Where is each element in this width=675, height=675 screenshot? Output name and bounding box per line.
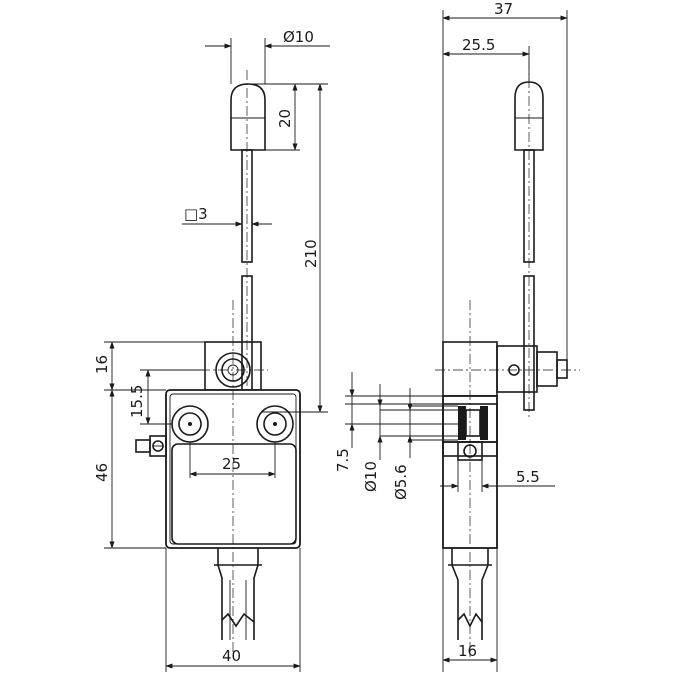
dim-knob-diameter: Ø10 — [283, 28, 314, 46]
side-hub-nut — [536, 351, 558, 387]
side-hub-tip — [556, 359, 568, 379]
dim-body-width: 40 — [222, 647, 241, 665]
dim-overall-depth: 37 — [494, 0, 513, 18]
side-dimensions: 37 25.5 7.5 Ø10 Ø5.6 5.5 — [334, 0, 568, 672]
dim-head-height: 16 — [93, 355, 111, 374]
dim-groove: 5.5 — [516, 468, 540, 486]
dim-mount-offset: 7.5 — [334, 448, 352, 472]
dim-hole-diameter: Ø5.6 — [392, 464, 410, 500]
front-knob — [230, 83, 266, 151]
front-mount-hole-left-inner — [178, 412, 202, 436]
front-mount-hole-right-center — [273, 422, 277, 426]
side-lever-hub — [496, 345, 538, 393]
front-ground-screw — [135, 435, 167, 457]
side-ground-screw — [457, 441, 483, 461]
dim-pivot-offset: 15.5 — [128, 385, 146, 418]
front-mount-hole-right-inner — [263, 412, 287, 436]
dim-rod-offset: 25.5 — [462, 36, 495, 54]
dim-rod-square: □3 — [184, 205, 208, 223]
dim-body-height: 46 — [93, 463, 111, 482]
side-view — [435, 60, 580, 660]
dim-knob-height: 20 — [276, 109, 294, 128]
side-section-hatch — [458, 406, 488, 440]
front-dimensions: Ø10 20 □3 210 16 15.5 46 25 — [93, 28, 330, 672]
dim-body-depth: 16 — [458, 642, 477, 660]
dim-bore-diameter: Ø10 — [362, 461, 380, 492]
front-cable — [214, 548, 262, 640]
dim-overall-height: 210 — [302, 239, 320, 268]
front-cover-plate — [171, 443, 297, 545]
front-mount-hole-left-center — [188, 422, 192, 426]
dim-hole-spacing: 25 — [222, 455, 241, 473]
front-view — [135, 70, 301, 660]
